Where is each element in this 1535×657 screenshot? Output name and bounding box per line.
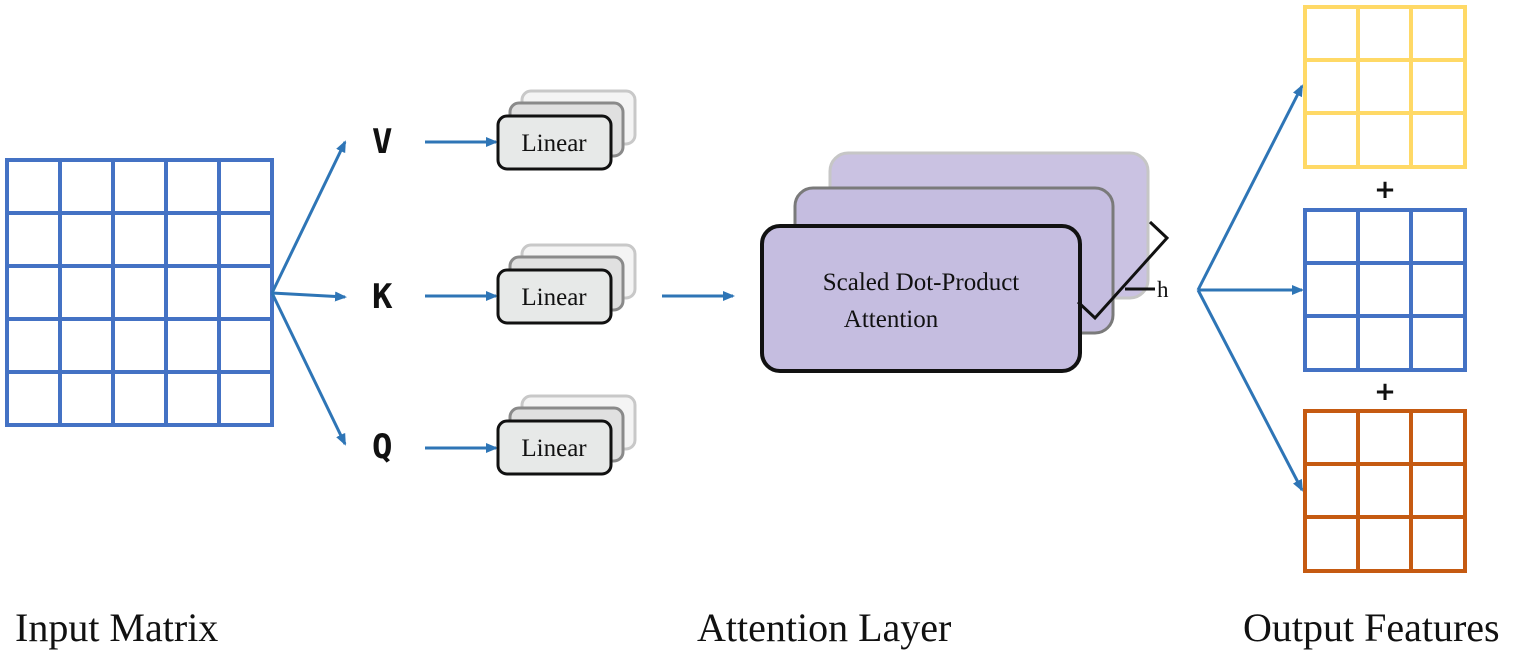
k-label: K — [372, 277, 393, 317]
arrow-to-q — [270, 292, 347, 446]
arrow-to-orange — [1196, 289, 1304, 492]
linear-label-k: Linear — [521, 284, 587, 311]
attention-label-line1: Scaled Dot-Product — [823, 269, 1020, 296]
arrow-to-k — [271, 291, 347, 302]
heads-label: h — [1157, 277, 1169, 302]
linear-stack-v: Linear — [496, 89, 637, 171]
plus-sign-2: + — [1374, 377, 1396, 407]
heads-bracket — [1076, 220, 1170, 321]
linear-stack-k: Linear — [496, 243, 637, 325]
output-grid-orange — [1303, 409, 1467, 573]
attention-stack: Scaled Dot-Product Attention — [760, 151, 1150, 373]
v-label: V — [372, 122, 393, 162]
attention-label-line2: Attention — [844, 306, 939, 333]
vkq-to-linear-arrows — [425, 137, 498, 453]
q-label: Q — [372, 427, 393, 467]
input-matrix-grid — [5, 158, 274, 427]
linear-label-q: Linear — [521, 435, 587, 462]
input-split-arrows — [270, 140, 347, 446]
arrow-to-yellow — [1196, 84, 1304, 291]
output-grid-blue — [1303, 208, 1467, 372]
output-split-arrows — [1196, 84, 1304, 492]
output-grid-yellow — [1303, 5, 1467, 169]
linear-stack-q: Linear — [496, 394, 637, 476]
caption-input-matrix: Input Matrix — [15, 605, 219, 650]
plus-sign-1: + — [1374, 175, 1396, 205]
arrow-to-v — [270, 140, 347, 294]
linear-label-v: Linear — [521, 130, 587, 157]
caption-output-features: Output Features — [1243, 605, 1500, 650]
caption-attention-layer: Attention Layer — [697, 605, 952, 650]
